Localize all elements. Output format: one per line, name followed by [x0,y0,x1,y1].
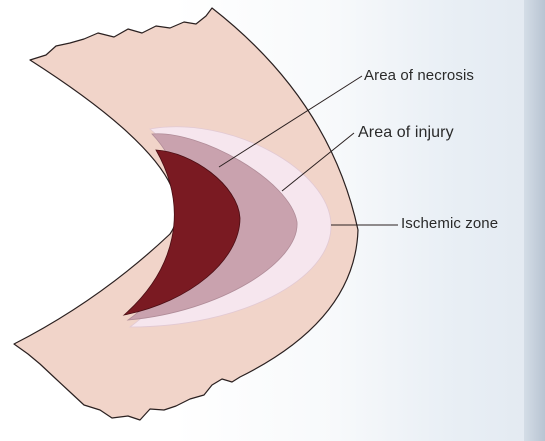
injury-label: Area of injury [358,124,454,142]
necrosis-label: Area of necrosis [364,67,474,84]
ischemic-label: Ischemic zone [401,215,498,232]
necrosis-label-text: Area of necrosis [364,67,474,84]
